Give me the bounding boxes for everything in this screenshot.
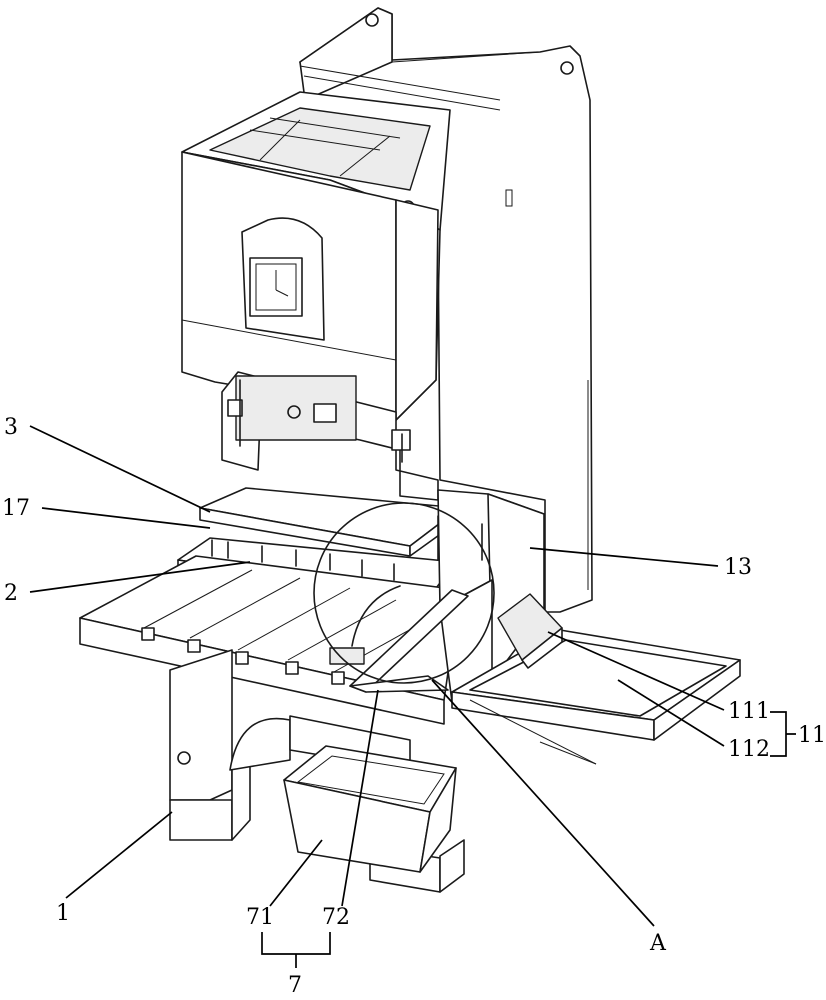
leader-71 xyxy=(270,840,322,906)
leader-17 xyxy=(42,508,210,528)
leader-3 xyxy=(30,426,210,512)
label-3: 3 xyxy=(4,415,18,440)
label-13: 13 xyxy=(724,555,752,580)
label-112: 112 xyxy=(728,737,770,762)
label-72: 72 xyxy=(322,905,350,930)
label-17: 17 xyxy=(2,496,30,521)
label-71: 71 xyxy=(246,905,274,930)
collection-bin xyxy=(284,746,456,872)
label-11: 11 xyxy=(798,723,826,748)
bracket-7 xyxy=(262,932,330,968)
label-2: 2 xyxy=(4,581,18,606)
leader-1 xyxy=(66,812,172,898)
label-1: 1 xyxy=(56,901,70,926)
label-A: A xyxy=(649,931,667,956)
label-7: 7 xyxy=(288,973,302,998)
bracket-11 xyxy=(770,712,796,756)
label-111: 111 xyxy=(728,699,770,724)
